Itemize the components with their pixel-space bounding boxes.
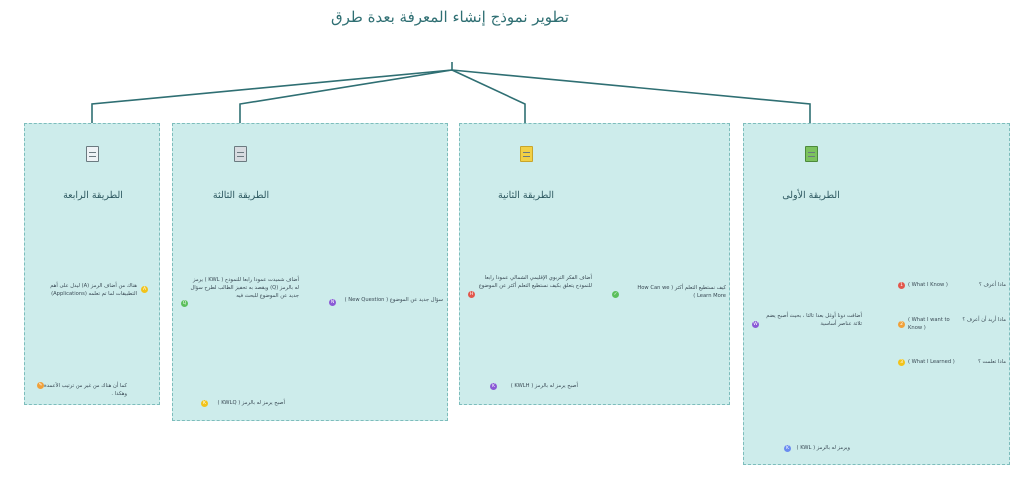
method-1-item-3-question: ماذا تعلمت ؟ [978,359,1006,365]
method-3-badge-result: K [201,400,208,407]
method-4-badge-pencil: ✎ [37,382,44,389]
method-4-description: هناك من أضاف الرمز (A) ليدل على أهم التط… [50,283,137,297]
method-4-extra: كما أن هناك من غير من ترتيب الأعمدة وهكذ… [44,383,127,397]
method-4-title: الطريقة الرابعة [63,190,123,201]
document-search-icon [86,146,99,162]
method-3-description: أضاف شميدت عمودا رابعا للنموذج ( KWL ) ي… [190,277,300,299]
method-3-result: أصبح يرمز له بالرمز ( KWLQ ) [217,400,285,406]
method-2-question: كيف نستطيع التعلم أكثر ( How Can we Lear… [637,285,726,299]
method-1-item-3-badge: 3 [898,359,905,366]
method-2-badge-result: K [490,383,497,390]
method-1-panel: الطريقة الأولى أضافت دونا أوغل بعدا ثالث… [743,123,1010,465]
diagram-title: تطوير نموذج إنشاء المعرفة بعدة طرق [331,8,569,26]
method-1-result: ويرمز له بالرمز ( KWL ) [796,445,850,451]
method-1-item-1-badge: 1 [898,282,905,289]
method-2-panel: الطريقة الثانية أضاف الفكر التربوي الإقل… [459,123,730,405]
method-1-item-2-question: ماذا أريد أن أعرف ؟ [962,317,1006,323]
method-1-item-2-english: ( What I want to Know ) [908,317,950,331]
method-4-badge-a: A [141,286,148,293]
method-1-item-1-question: ماذا أعرف ؟ [979,282,1006,288]
method-3-badge-q: Q [181,300,188,307]
method-2-title: الطريقة الثانية [497,190,555,201]
document-icon [234,146,247,162]
method-1-item-3-english: ( What I Learned ) [908,359,955,365]
method-3-title: الطريقة الثالثة [212,190,270,201]
method-4-panel: الطريقة الرابعة هناك من أضاف الرمز (A) ل… [24,123,160,405]
method-1-badge-result: K [784,445,791,452]
method-3-badge-n: N [329,299,336,306]
method-2-badge-green: ✓ [612,291,619,298]
method-3-panel: الطريقة الثالثة أضاف شميدت عمودا رابعا ل… [172,123,448,421]
method-3-question: سؤال جديد عن الموضوع ( New Question ) [344,297,443,303]
method-2-badge-h: H [468,291,475,298]
method-1-item-1-english: ( What I Know ) [908,282,948,288]
method-1-title: الطريقة الأولى [782,190,840,201]
method-1-item-2-badge: 2 [898,321,905,328]
checklist-icon [805,146,818,162]
method-1-description: أضافت دونا أوغل بعدا ثالثا ، بحيث أصبح ي… [766,313,862,327]
method-2-result: أصبح يرمز له بالرمز ( KWLH ) [510,383,578,389]
method-2-description: أضاف الفكر التربوي الإقليمي الشمالي عمود… [478,275,592,289]
method-1-badge-w: W [752,321,759,328]
sticky-note-icon [520,146,533,162]
